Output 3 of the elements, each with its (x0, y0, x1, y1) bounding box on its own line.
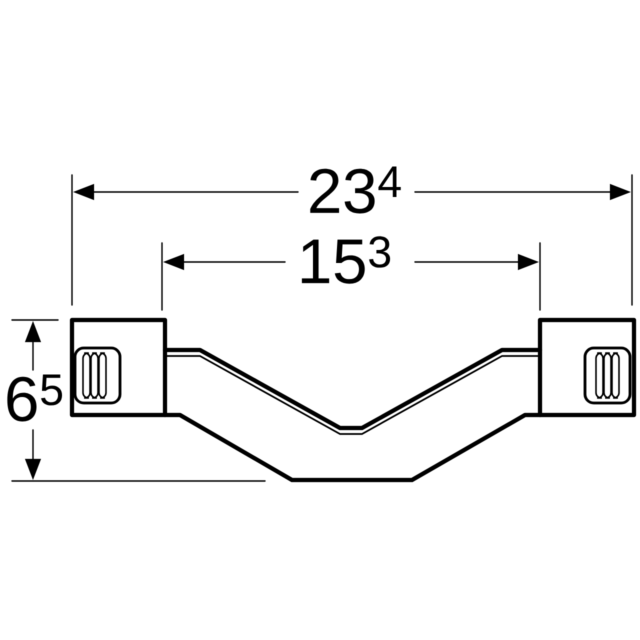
dimension-label: 23$^{4}$ (310, 166, 401, 214)
dimension-label: 15$^{3}$ (302, 236, 390, 284)
dimension-label: 6$^{5}$ (7, 374, 62, 422)
